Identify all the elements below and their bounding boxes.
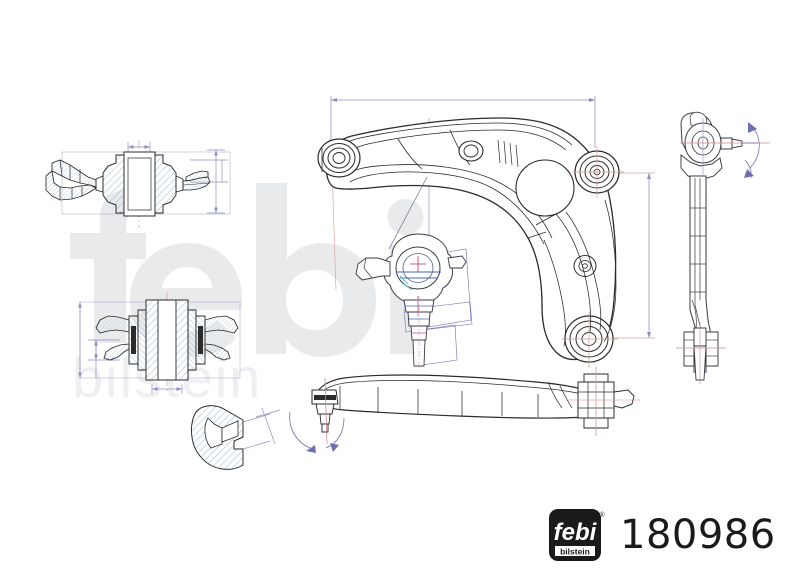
control-arm-side-elevation (676, 111, 770, 384)
mid-hole (573, 255, 597, 277)
footer: febi bilstein ® 180986 (548, 508, 776, 562)
part-number: 180986 (620, 512, 776, 558)
logo-primary-text: febi (554, 519, 598, 546)
front-bushing-eye (317, 138, 361, 178)
logo-secondary-text: bilstein (560, 547, 590, 557)
retaining-clip-section (191, 405, 281, 470)
beam-hole (458, 140, 484, 162)
ball-joint-detail (355, 176, 473, 368)
front-bushing-section (45, 140, 231, 228)
control-arm-bottom-elevation (289, 366, 640, 453)
febi-bilstein-logo: febi bilstein ® (549, 509, 605, 561)
rear-bushing-eye (572, 146, 624, 198)
registered-mark-icon: ® (599, 511, 605, 519)
ball-joint-eye (562, 312, 618, 368)
control-arm-plan-view (317, 96, 655, 368)
knuckle-opening (515, 159, 575, 217)
rear-bushing-section (78, 292, 241, 394)
